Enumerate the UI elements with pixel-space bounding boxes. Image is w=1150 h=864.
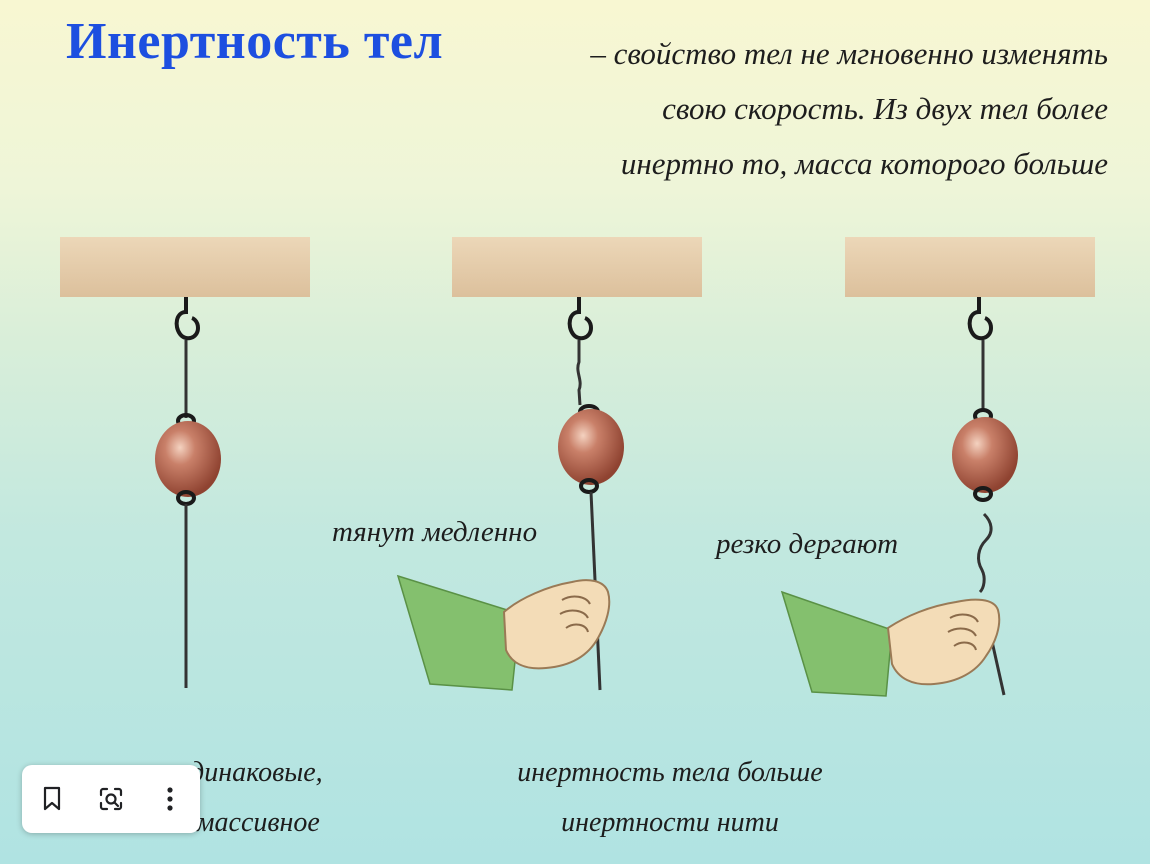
sleeve-3 — [780, 590, 893, 697]
ball-3 — [952, 417, 1018, 493]
ceiling-beam-3 — [845, 237, 1095, 297]
loop-bottom-1 — [176, 490, 196, 506]
bookmark-icon — [43, 786, 60, 811]
more-options-button[interactable] — [148, 777, 192, 821]
upper-thread-2 — [576, 340, 582, 406]
more-vertical-icon — [167, 787, 173, 811]
hand-2 — [502, 579, 611, 670]
ceiling-beam-2 — [452, 237, 702, 297]
hook-1 — [174, 297, 201, 341]
setup-1 — [60, 237, 310, 688]
hand-3 — [886, 598, 1001, 686]
visual-search-icon — [99, 787, 123, 811]
ceiling-beam-1 — [60, 237, 310, 297]
ball-2 — [558, 409, 624, 485]
ball-1 — [155, 421, 221, 497]
setup-3 — [780, 237, 1095, 697]
definition-line-1: – свойство тел не мгновенно изменять — [590, 36, 1108, 71]
visual-search-button[interactable] — [89, 777, 133, 821]
image-action-toolbar — [22, 765, 200, 833]
label-jerk-sharply: резко дергают — [716, 528, 899, 560]
hook-3 — [967, 297, 994, 341]
setup-2 — [396, 237, 702, 691]
page-title: Инертность тел — [66, 13, 444, 70]
definition-line-3: инертно то, масса которого больше — [620, 146, 1108, 181]
broken-thread-3 — [977, 512, 993, 594]
fingers-3 — [947, 613, 979, 651]
definition-line-2: свою скорость. Из двух тел более — [662, 91, 1108, 126]
hook-2 — [567, 297, 594, 341]
label-pull-slowly: тянут медленно — [332, 516, 538, 548]
definition-text: – свойство тел не мгновенно изменять сво… — [468, 26, 1108, 191]
loop-bottom-2 — [579, 478, 599, 494]
caption-2-line-2: инертности нити — [561, 807, 779, 838]
caption-setup-2: инертность тела больше инертности нити — [470, 748, 870, 848]
caption-2-line-1: инертность тела больше — [517, 757, 823, 788]
sleeve-2 — [396, 574, 521, 691]
loop-bottom-3 — [973, 486, 993, 502]
bookmark-button[interactable] — [30, 777, 74, 821]
fingers-2 — [559, 595, 591, 633]
